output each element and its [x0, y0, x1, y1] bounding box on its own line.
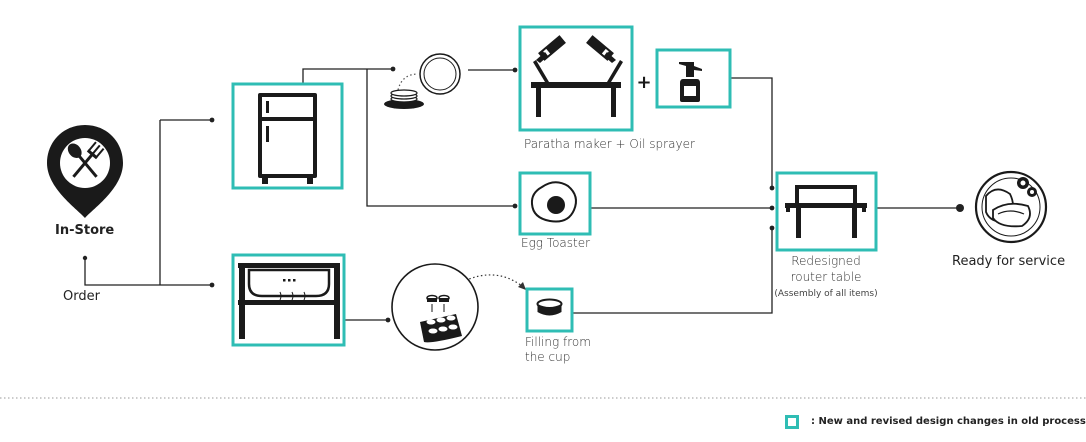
arrowhead-tray	[518, 282, 526, 290]
paratha-maker-label: Paratha maker + Oil sprayer	[524, 137, 695, 151]
connector-cup-router	[572, 228, 773, 314]
connector-sprayer-router	[731, 77, 773, 188]
heated-sink-station-icon	[238, 263, 340, 339]
router-table-label-line1: Redesigned	[791, 254, 861, 268]
oil-sprayer-icon	[679, 62, 702, 102]
served-plate-icon	[974, 170, 1048, 244]
paratha-maker-icon	[531, 35, 623, 117]
dotted-arrow-plate	[397, 73, 419, 91]
plate-icon	[419, 53, 461, 95]
router-table-box	[775, 171, 878, 252]
in-store-label: In-Store	[55, 223, 115, 238]
filling-cup-icon	[536, 298, 563, 316]
connector-pin-order	[84, 258, 160, 286]
ready-for-service-label: Ready for service	[952, 254, 1066, 269]
router-table-note: (Assembly of all items)	[774, 289, 878, 299]
egg-icon	[530, 181, 577, 223]
plus-sign: +	[636, 72, 651, 93]
legend: : New and revised design changes in old …	[785, 415, 1086, 433]
filling-cup-label-line1: Filling from	[525, 335, 591, 349]
paratha-stack-icon	[384, 89, 424, 109]
filling-cup-label-line2: the cup	[525, 350, 571, 364]
map-pin-spoon-fork-icon	[47, 125, 123, 218]
refrigerator-icon	[258, 93, 317, 184]
connector-fridge-egg	[366, 69, 515, 207]
legend-text: : New and revised design changes in old …	[811, 416, 1086, 427]
router-table-label-line2: router table	[790, 270, 862, 284]
connectors	[84, 68, 958, 321]
router-table-icon	[785, 185, 867, 238]
order-label: Order	[63, 289, 100, 304]
connector-dots	[82, 66, 964, 323]
filling-tray-icon	[391, 263, 479, 351]
egg-toaster-label: Egg Toaster	[521, 236, 591, 250]
legend-swatch	[785, 415, 799, 429]
